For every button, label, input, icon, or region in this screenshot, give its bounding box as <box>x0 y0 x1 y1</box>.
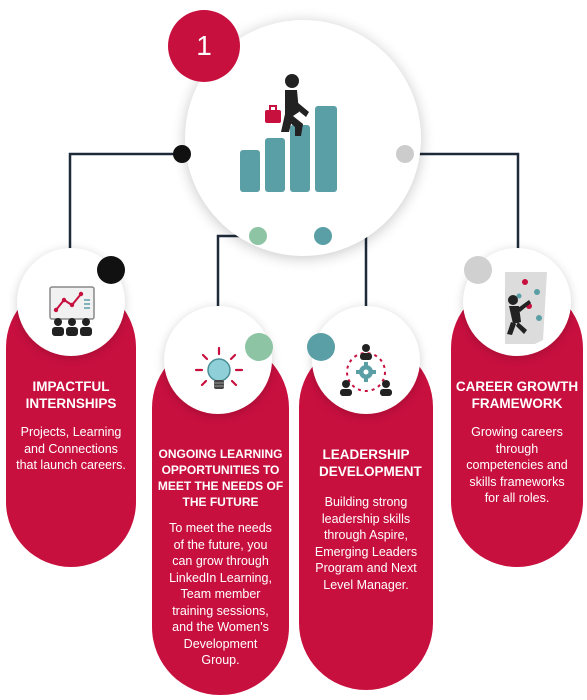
card-title: ONGOING LEARNING OPPORTUNITIES TO MEET T… <box>157 447 284 509</box>
connector-dot-gray <box>396 145 414 163</box>
leadership-team-gear-icon <box>340 344 392 396</box>
climbing-wall-icon <box>505 272 547 344</box>
icon-circle-leadership <box>312 306 420 414</box>
corner-dot-gray <box>464 256 492 284</box>
step-number-badge: 1 <box>168 10 240 82</box>
card-description: Projects, Learning and Connections that … <box>16 425 126 472</box>
icon-circle-learning <box>164 306 272 414</box>
person-climbing-bar-chart-icon <box>240 74 337 192</box>
corner-dot-teal <box>307 333 335 361</box>
card-title: CAREER GROWTH FRAMEWORK <box>455 379 579 411</box>
card-title: IMPACTFUL INTERNSHIPS <box>25 379 117 411</box>
card-title: LEADERSHIP DEVELOPMENT <box>319 447 422 479</box>
card-description: Growing careers through competencies and… <box>466 425 568 505</box>
connector-dot-teal <box>314 227 332 245</box>
card-description: Building strong leadership skills throug… <box>314 495 418 592</box>
card-description: To meet the needs of the future, you can… <box>169 521 272 667</box>
connector-dot-mint <box>249 227 267 245</box>
lightbulb-icon <box>194 346 244 389</box>
presentation-audience-icon <box>49 286 95 336</box>
corner-dot-mint <box>245 333 273 361</box>
corner-dot-black <box>97 256 125 284</box>
connector-dot-black <box>173 145 191 163</box>
